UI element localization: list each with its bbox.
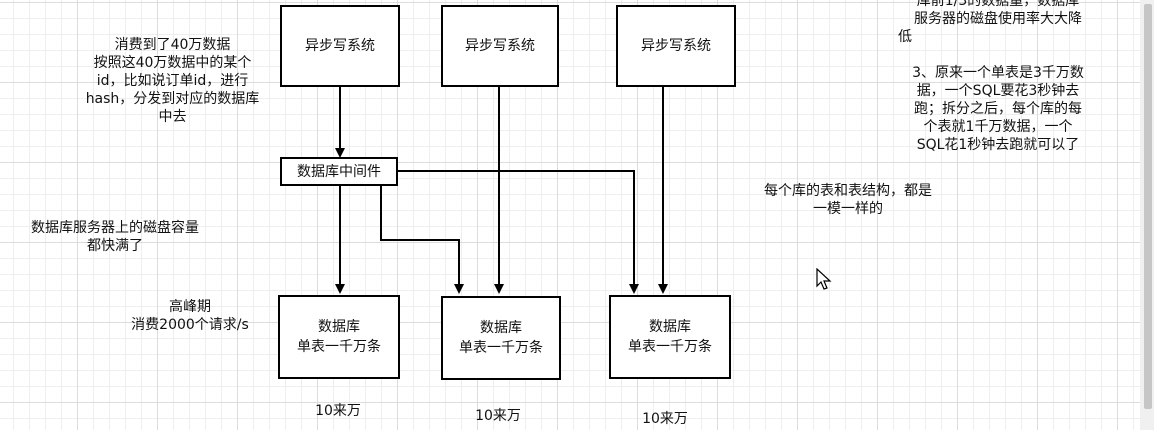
database-label: 数据库: [318, 319, 360, 335]
arrow-middleware-to-db3: [397, 170, 639, 294]
mouse-cursor-icon: [816, 268, 832, 290]
async-writer-box-3: 异步写系统: [616, 5, 736, 87]
scrollbar-thumb[interactable]: [1144, 4, 1152, 409]
database-count-1: 10来万: [315, 403, 361, 419]
split-benefit-note: 库前1/3的数据量，数据库 服务器的磁盘使用率大大降 低 3、原来一个单表是3千…: [898, 0, 1084, 153]
database-label: 数据库: [649, 319, 691, 335]
database-table-label: 单表一千万条: [459, 340, 543, 356]
database-box-1: 数据库 单表一千万条: [278, 295, 400, 379]
disk-note: 数据库服务器上的磁盘容量 都快满了: [31, 220, 199, 254]
async-writer-box-2: 异步写系统: [441, 5, 559, 87]
async-writer-label: 异步写系统: [465, 38, 535, 54]
database-count-2: 10来万: [475, 408, 521, 424]
middleware-label: 数据库中间件: [297, 163, 381, 180]
database-box-3: 数据库 单表一千万条: [609, 295, 731, 379]
database-box-2: 数据库 单表一千万条: [441, 296, 561, 380]
async-writer-label: 异步写系统: [305, 38, 375, 54]
arrow-middleware-to-db2: [380, 186, 464, 294]
async-writer-label: 异步写系统: [641, 38, 711, 54]
middleware-box: 数据库中间件: [280, 157, 398, 186]
structure-note: 每个库的表和表结构，都是 一模一样的: [764, 183, 932, 217]
vertical-scrollbar[interactable]: [1140, 0, 1154, 430]
async-writer-box-1: 异步写系统: [280, 5, 400, 87]
database-table-label: 单表一千万条: [628, 339, 712, 355]
database-table-label: 单表一千万条: [297, 339, 381, 355]
database-count-3: 10来万: [642, 411, 688, 427]
database-label: 数据库: [480, 320, 522, 336]
consume-note: 消费到了40万数据 按照这40万数据中的某个 id，比如说订单id，进行 has…: [85, 37, 260, 125]
peak-note: 高峰期 消费2000个请求/s: [131, 299, 249, 333]
